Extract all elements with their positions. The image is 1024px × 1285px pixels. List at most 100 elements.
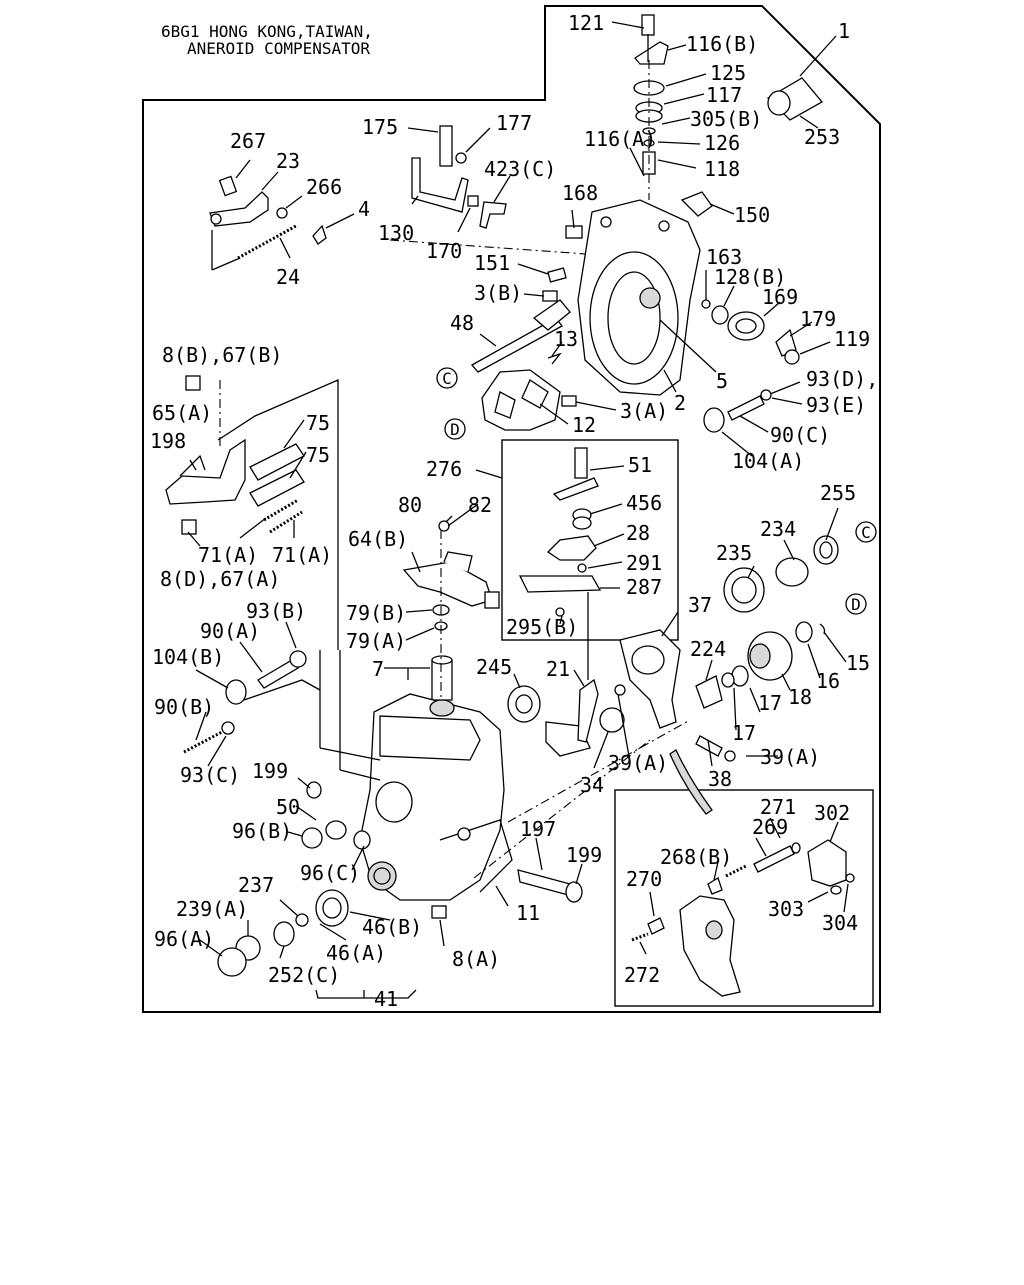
inset-parts [631,839,855,997]
part-callout-p302: 302 [814,801,850,825]
part-callout-p116b: 116(B) [686,32,758,56]
part-callout-p197: 197 [520,817,556,841]
part-callout-p65a: 65(A) [152,401,212,425]
pump-housing-11 [319,650,513,901]
part-callout-p51: 51 [628,453,652,477]
part-callout-p271: 271 [760,795,796,819]
part-callout-p116a: 116(A) [584,127,656,151]
part-callout-p96a: 96(A) [154,927,214,951]
part-callout-p90c: 90(C) [770,423,830,447]
part-callout-p1: 1 [838,19,850,43]
part-callout-p4: 4 [358,197,370,221]
part-callout-p18: 18 [788,685,812,709]
part-callout-p8a: 8(A) [452,947,500,971]
part-callout-p304: 304 [822,911,858,935]
part-callout-p8b67b: 8(B),67(B) [162,343,282,367]
part-callout-p75b: 75 [306,443,330,467]
diagram-title-line2: ANEROID COMPENSATOR [187,39,370,58]
part-callout-p291: 291 [626,551,662,575]
part-callout-p24: 24 [276,265,300,289]
part-callout-p96c: 96(C) [300,861,360,885]
part-callout-p37: 37 [688,593,712,617]
part-callout-p28: 28 [626,521,650,545]
part-callout-p268b: 268(B) [660,845,732,869]
shaft-48 [470,299,571,373]
part-callout-p50: 50 [276,795,300,819]
part-callout-p151: 151 [474,251,510,275]
part-callout-p266: 266 [306,175,342,199]
callout-labels: 121116(B)1125117305(B)253116(A)126118267… [150,11,878,1011]
part-callout-p3a: 3(A) [620,399,668,423]
part-callout-p252c: 252(C) [268,963,340,987]
part-callout-p82: 82 [468,493,492,517]
part-callout-p104a: 104(A) [732,449,804,473]
part-callout-p119: 119 [834,327,870,351]
part-callout-p239a: 239(A) [176,897,248,921]
part-callout-p38: 38 [708,767,732,791]
part-callout-p245: 245 [476,655,512,679]
part-callout-p13: 13 [554,327,578,351]
ref-marker-c1 [436,367,458,389]
part-callout-p163: 163 [706,245,742,269]
part-callout-p303: 303 [768,897,804,921]
part-callout-p93b: 93(B) [246,599,306,623]
part-callout-p235: 235 [716,541,752,565]
part-callout-p12: 12 [572,413,596,437]
part-callout-p39a1: 39(A) [608,751,668,775]
lever-64b [402,520,500,720]
group-frame-276 [501,439,679,641]
part-callout-p90b: 90(B) [154,695,214,719]
part-callout-p90a: 90(A) [200,619,260,643]
part-callout-p121: 121 [568,11,604,35]
part-callout-p128b: 128(B) [714,265,786,289]
part-callout-p295b: 295(B) [506,615,578,639]
part-callout-p117: 117 [706,83,742,107]
part-callout-p21: 21 [546,657,570,681]
part-callout-p93c: 93(C) [180,763,240,787]
cam-12 [481,369,561,431]
part-callout-p267: 267 [230,129,266,153]
part-callout-p199b: 199 [566,843,602,867]
part-callout-p17b: 17 [732,721,756,745]
ref-marker-d1 [444,418,466,440]
part-callout-p23: 23 [276,149,300,173]
part-callout-p198: 198 [150,429,186,453]
part-callout-p199a: 199 [252,759,288,783]
aneroid-stack [633,14,823,200]
part-callout-p46a: 46(A) [326,941,386,965]
part-callout-p170: 170 [426,239,462,263]
part-callout-p16: 16 [816,669,840,693]
part-callout-p15: 15 [846,651,870,675]
part-callout-p224: 224 [690,637,726,661]
part-callout-p11: 11 [516,901,540,925]
ref-label: C [442,369,452,388]
part-callout-p75a: 75 [306,411,330,435]
part-callout-p237: 237 [238,873,274,897]
part-callout-p3b: 3(B) [474,281,522,305]
diagram-title-line1: 6BG1 HONG KONG,TAIWAN, [161,22,373,41]
part-callout-p305b: 305(B) [690,107,762,131]
bracket-198 [165,375,339,650]
part-callout-p118: 118 [704,157,740,181]
part-callout-p79a: 79(A) [346,629,406,653]
part-callout-p46b: 46(B) [362,915,422,939]
part-callout-p126: 126 [704,131,740,155]
ref-label: D [450,420,460,439]
spring-245 [507,678,626,757]
part-callout-p17a: 17 [758,691,782,715]
part-callout-p276: 276 [426,457,462,481]
part-callout-p272: 272 [624,963,660,987]
part-callout-p71a2: 71(A) [272,543,332,567]
linkage-group-24 [209,175,327,271]
part-callout-p169: 169 [762,285,798,309]
part-callout-p39a2: 39(A) [760,745,820,769]
lever-130 [411,125,507,229]
parts-bottom-left [217,781,583,999]
part-callout-p71a1: 71(A) [198,543,258,567]
part-callout-p270: 270 [626,867,662,891]
outer-frame [142,5,881,1013]
reference-markers: C D C D [436,367,877,615]
part-callout-p48: 48 [450,311,474,335]
ref-label: D [851,595,861,614]
